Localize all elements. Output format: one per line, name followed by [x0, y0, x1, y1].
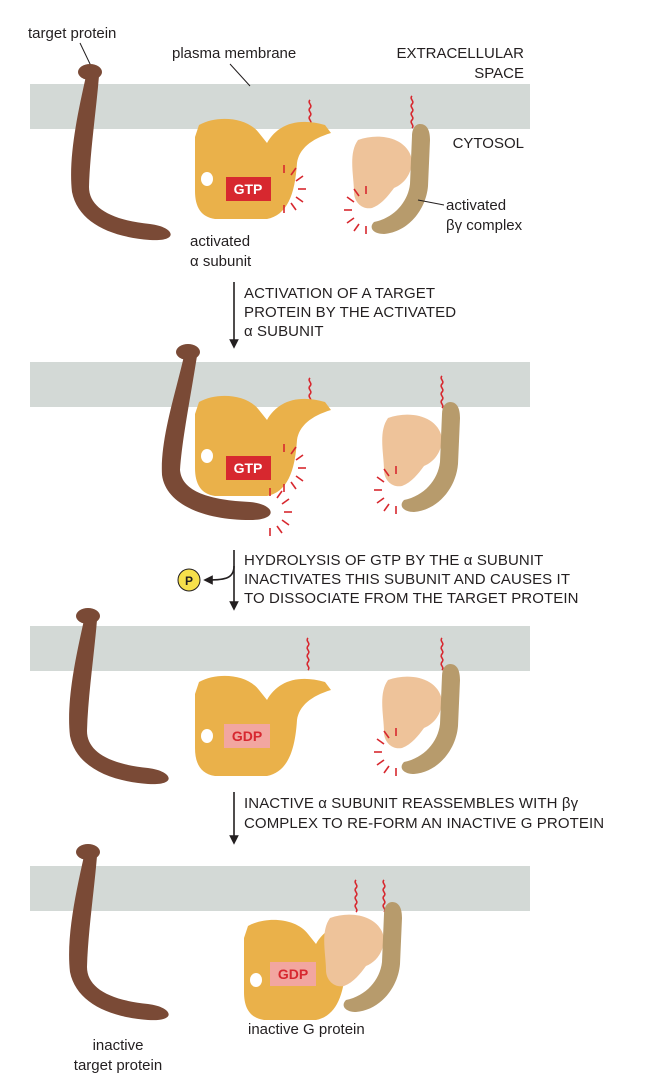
- target-activation-rays: [269, 487, 293, 537]
- activated-alpha-label-2: α subunit: [190, 253, 252, 270]
- phosphate-icon: [177, 568, 201, 592]
- target-protein-leader: [79, 42, 92, 67]
- extracellular-label-1: EXTRACELLULAR: [396, 45, 524, 62]
- gdp-box: [224, 724, 270, 748]
- phosphate-label: P: [185, 574, 193, 588]
- gtp-label: GTP: [234, 181, 263, 197]
- plasma-membrane-label: plasma membrane: [172, 45, 296, 62]
- step-2-line-3: TO DISSOCIATE FROM THE TARGET PROTEIN: [244, 590, 579, 607]
- target-protein-label: target protein: [28, 25, 116, 42]
- gdp-label: GDP: [232, 728, 262, 744]
- inactive-target-label-1: inactive: [93, 1037, 144, 1054]
- beta-gamma-complex: [382, 664, 460, 774]
- plasma-membrane: [30, 84, 530, 129]
- gdp-box: [270, 962, 316, 986]
- step-1-line-3: α SUBUNIT: [244, 323, 324, 340]
- inactive-g-protein-label: inactive G protein: [248, 1021, 365, 1038]
- gtp-box: [226, 456, 271, 480]
- activated-bg-leader: [417, 199, 445, 206]
- plasma-membrane: [30, 626, 530, 671]
- gdp-label: GDP: [278, 966, 308, 982]
- target-protein-activated: [161, 344, 271, 520]
- beta-gamma-complex: [382, 402, 460, 512]
- activated-bg-label-1: activated: [446, 197, 506, 214]
- phosphate-branch-arrow: [203, 565, 235, 585]
- step-2-line-1: HYDROLYSIS OF GTP BY THE α SUBUNIT: [244, 552, 543, 569]
- plasma-membrane: [30, 866, 530, 911]
- gtp-box: [226, 177, 271, 201]
- beta-gamma-complex: [352, 124, 430, 234]
- step-3-line-1: INACTIVE α SUBUNIT REASSEMBLES WITH βγ: [244, 795, 579, 812]
- activated-alpha-label-1: activated: [190, 233, 250, 250]
- activated-bg-label-2: βγ complex: [446, 217, 523, 234]
- step-1-line-2: PROTEIN BY THE ACTIVATED: [244, 304, 456, 321]
- step-2-line-2: INACTIVATES THIS SUBUNIT AND CAUSES IT: [244, 571, 570, 588]
- step-1-line-1: ACTIVATION OF A TARGET: [244, 285, 435, 302]
- alpha-subunit: [195, 118, 331, 219]
- plasma-membrane: [30, 362, 530, 407]
- alpha-subunit: [195, 395, 331, 496]
- plasma-membrane-leader: [229, 63, 251, 87]
- inactive-target-label-2: target protein: [74, 1057, 162, 1074]
- step-3-line-2: COMPLEX TO RE-FORM AN INACTIVE G PROTEIN: [244, 815, 604, 832]
- gtp-label: GTP: [234, 460, 263, 476]
- extracellular-label-2: SPACE: [474, 65, 524, 82]
- cytosol-label: CYTOSOL: [453, 135, 524, 152]
